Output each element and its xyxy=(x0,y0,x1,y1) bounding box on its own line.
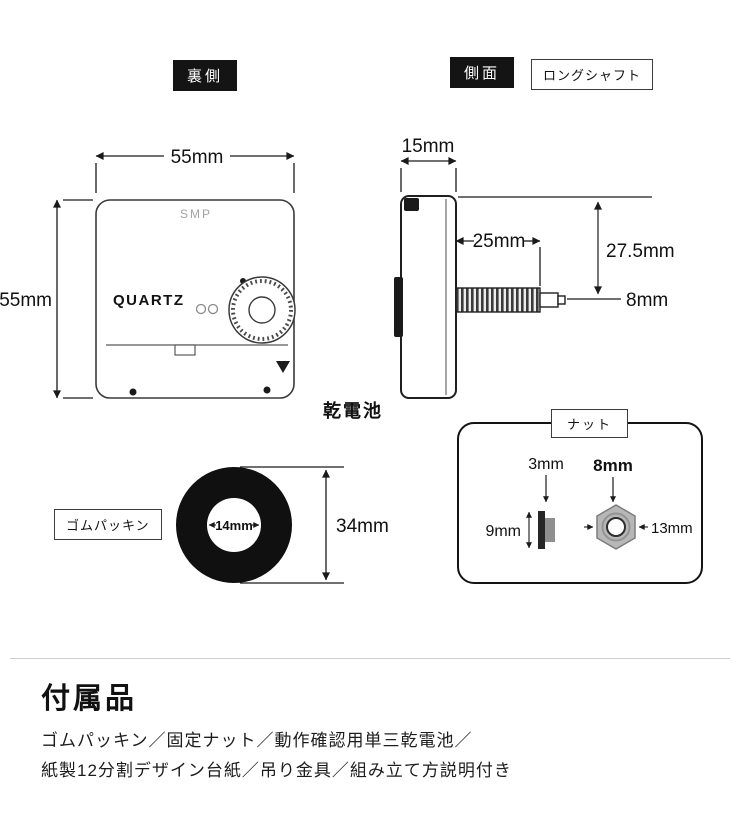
accessories-line-2: 紙製12分割デザイン台紙／吊り金具／組み立て方説明付き xyxy=(41,761,512,781)
screw-dot xyxy=(129,388,137,396)
brand-mark: SMP xyxy=(180,207,212,221)
direction-triangle xyxy=(276,361,290,373)
nut-box xyxy=(457,422,703,584)
movement-case xyxy=(95,199,295,399)
screw-dot xyxy=(263,386,271,394)
nut-flange-value: 9mm xyxy=(485,523,521,540)
outer-diameter-dimension xyxy=(240,466,344,584)
hanger xyxy=(394,277,403,337)
hand-shaft xyxy=(539,292,559,308)
threaded-shaft xyxy=(455,287,541,313)
accessories-line-1: ゴムパッキン／固定ナット／動作確認用単三乾電池／ xyxy=(41,731,473,750)
nut-thickness-value: 3mm xyxy=(528,456,564,473)
side-view-tag: 側面 xyxy=(450,57,515,88)
long-shaft-tag: ロングシャフト xyxy=(531,59,654,90)
nut-body-side xyxy=(545,518,555,542)
thickness-dimension xyxy=(400,157,457,192)
top-hook xyxy=(404,198,419,211)
nut-hole xyxy=(606,517,626,537)
movement-back-body: SMP QUARTZ xyxy=(95,199,296,399)
setting-gear xyxy=(228,276,296,344)
packing-hole xyxy=(207,498,261,552)
side-view-diagram: 15mm 25mm xyxy=(394,136,675,399)
battery-clip xyxy=(174,344,196,356)
thickness-value: 15mm xyxy=(402,136,455,157)
back-view-tag: 裏側 xyxy=(173,60,238,91)
back-width-value: 55mm xyxy=(171,147,224,168)
nut-front-view xyxy=(596,504,636,550)
back-width-dimension xyxy=(95,152,295,193)
side-case xyxy=(400,195,457,399)
shaft-tip xyxy=(557,295,566,305)
nut-width-value: 13mm xyxy=(651,520,693,537)
movement-side-body xyxy=(394,195,457,399)
gear-hub xyxy=(248,296,276,324)
shaft-length-dimension xyxy=(455,237,541,286)
nut-tag: ナット xyxy=(551,409,629,438)
gear-knurl xyxy=(231,279,293,341)
adjust-hole xyxy=(207,303,219,315)
outer-diameter-value: 34mm xyxy=(336,516,389,537)
nut-chamfer-ring xyxy=(601,512,631,542)
back-height-dimension xyxy=(53,199,93,399)
technical-diagram: 55mm 55mm SMP QUARTZ xyxy=(0,136,703,584)
rubber-packing-diagram: 14mm 34mm xyxy=(176,466,389,584)
nut-hole-value: 8mm xyxy=(593,456,633,475)
nut-flange-side xyxy=(538,511,545,549)
nut-side-view xyxy=(538,511,555,549)
center-height-dimension xyxy=(458,196,652,300)
shaft-length-value: 25mm xyxy=(473,231,526,252)
rubber-packing-tag: ゴムパッキン xyxy=(54,509,162,540)
quartz-mark: QUARTZ xyxy=(113,292,185,309)
battery-label: 乾電池 xyxy=(323,401,383,421)
back-height-value: 55mm xyxy=(0,290,52,311)
tip-diameter-value: 8mm xyxy=(626,290,668,311)
accessories-title: 付属品 xyxy=(41,683,138,715)
shaft xyxy=(455,287,566,313)
nut-diagram: 3mm 9mm 8mm 13mm xyxy=(457,422,703,584)
inner-diameter-value: 14mm xyxy=(215,518,253,533)
center-height-value: 27.5mm xyxy=(606,241,675,262)
back-view-diagram: 55mm 55mm SMP QUARTZ xyxy=(0,147,296,399)
accessories-section: 付属品 ゴムパッキン／固定ナット／動作確認用単三乾電池／ 紙製12分割デザイン台… xyxy=(10,658,730,787)
adjust-hole xyxy=(195,303,207,315)
